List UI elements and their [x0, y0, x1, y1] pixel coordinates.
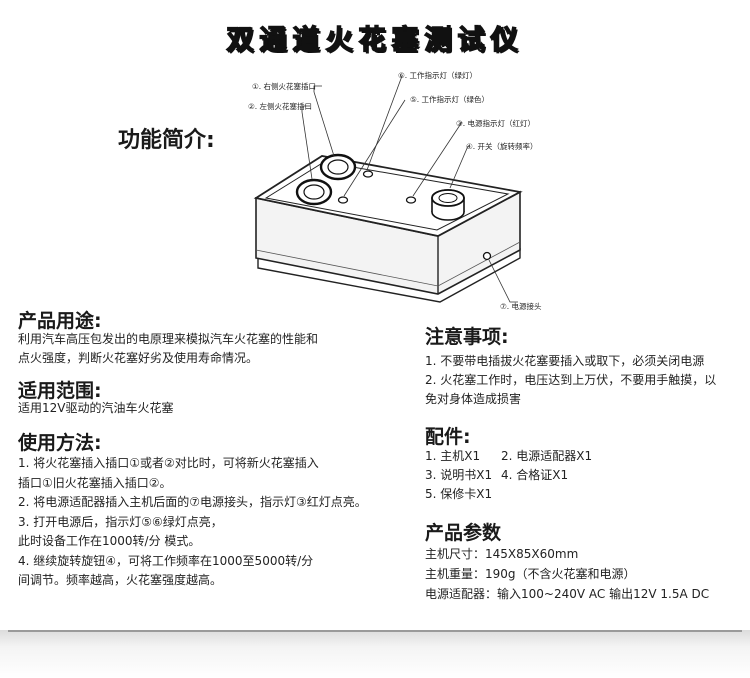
left-spark-plug-socket	[295, 178, 333, 206]
method-line: 插口①旧火花塞插入插口②。	[18, 475, 172, 490]
callout-left-socket: ②. 左侧火花塞插口	[248, 101, 312, 111]
accessories-heading: 配件:	[425, 426, 471, 448]
callout-power-light: ③. 电源指示灯（红灯）	[456, 118, 535, 128]
rotary-switch-knob	[431, 189, 465, 221]
usage-heading: 产品用途:	[18, 310, 102, 332]
params-line: 电源适配器：输入100~240V AC 输出12V 1.5A DC	[425, 587, 710, 601]
scope-text: 适用12V驱动的汽油车火花塞	[18, 399, 173, 418]
notice-line: 2. 火花塞工作时，电压达到上万伏，不要用手触摸，以	[425, 373, 717, 387]
method-line: 此时设备工作在1000转/分 模式。	[18, 534, 201, 548]
accessory-item: 4. 合格证X1	[501, 468, 569, 482]
accessory-item: 1. 主机X1	[425, 449, 481, 463]
params-line: 主机尺寸：145X85X60mm	[425, 547, 579, 561]
footer-band	[0, 630, 750, 678]
work-indicator-light-5	[337, 196, 349, 204]
intro-heading: 功能简介:	[118, 128, 215, 153]
power-indicator-light	[405, 196, 417, 204]
params-line: 主机重量：190g（不含火花塞和电源）	[425, 567, 636, 581]
work-indicator-light-6	[362, 170, 374, 178]
params-text: 主机尺寸：145X85X60mm 主机重量：190g（不含火花塞和电源） 电源适…	[425, 544, 709, 604]
method-line: 4. 继续旋转旋钮④，可将工作频率在1000至5000转/分	[18, 553, 314, 568]
callout-switch: ④. 开关（旋转频率）	[466, 141, 538, 151]
method-heading: 使用方法:	[18, 432, 102, 454]
method-line: 1. 将火花塞插入插口①或者②对比时，可将新火花塞插入	[18, 456, 319, 470]
callout-power-jack: ⑦. 电源接头	[500, 301, 542, 311]
accessory-item: 5. 保修卡X1	[425, 487, 493, 501]
accessory-item: 3. 说明书X1	[425, 468, 493, 482]
notice-heading: 注意事项:	[425, 326, 509, 348]
page-title: 双通道火花塞测试仪	[226, 24, 524, 56]
power-jack	[482, 251, 492, 261]
footer-divider	[8, 630, 742, 632]
callout-right-socket: ①. 右侧火花塞插口	[252, 81, 316, 91]
usage-line: 利用汽车高压包发出的电原理来模拟汽车火花塞的性能和	[18, 332, 319, 346]
method-line: 3. 打开电源后，指示灯⑤⑥绿灯点亮，	[18, 514, 223, 529]
usage-text: 利用汽车高压包发出的电原理来模拟汽车火花塞的性能和 点火强度，判断火花塞好劣及使…	[18, 330, 318, 368]
callout-work-light-6: ⑥. 工作指示灯（绿灯）	[398, 70, 477, 80]
method-line: 2. 将电源适配器插入主机后面的⑦电源接头，指示灯③红灯点亮。	[18, 495, 367, 509]
accessory-item: 2. 电源适配器X1	[501, 449, 593, 463]
scope-heading: 适用范围:	[18, 380, 102, 402]
notice-line: 免对身体造成损害	[425, 392, 522, 406]
scope-line: 适用12V驱动的汽油车火花塞	[18, 401, 174, 415]
device-illustration: ①. 右侧火花塞插口 ②. 左侧火花塞插口 ⑥. 工作指示灯（绿灯） ⑤. 工作…	[248, 70, 542, 311]
accessories-list: 1. 主机X1 2. 电源适配器X1 3. 说明书X1 4. 合格证X1 5. 保修…	[425, 447, 592, 504]
params-heading: 产品参数	[425, 522, 502, 544]
usage-line: 点火强度，判断火花塞好劣及使用寿命情况。	[18, 351, 259, 365]
method-line: 间调节。频率越高，火花塞强度越高。	[18, 573, 223, 587]
method-text: 1. 将火花塞插入插口①或者②对比时，可将新火花塞插入 插口①旧火花塞插入插口②…	[18, 454, 367, 591]
notice-line: 1. 不要带电插拔火花塞要插入或取下，必须关闭电源	[425, 354, 705, 368]
right-spark-plug-socket	[319, 153, 357, 181]
notice-text: 1. 不要带电插拔火花塞要插入或取下，必须关闭电源 2. 火花塞工作时，电压达到…	[425, 352, 716, 409]
callout-work-light-5: ⑤. 工作指示灯（绿色）	[410, 94, 489, 104]
